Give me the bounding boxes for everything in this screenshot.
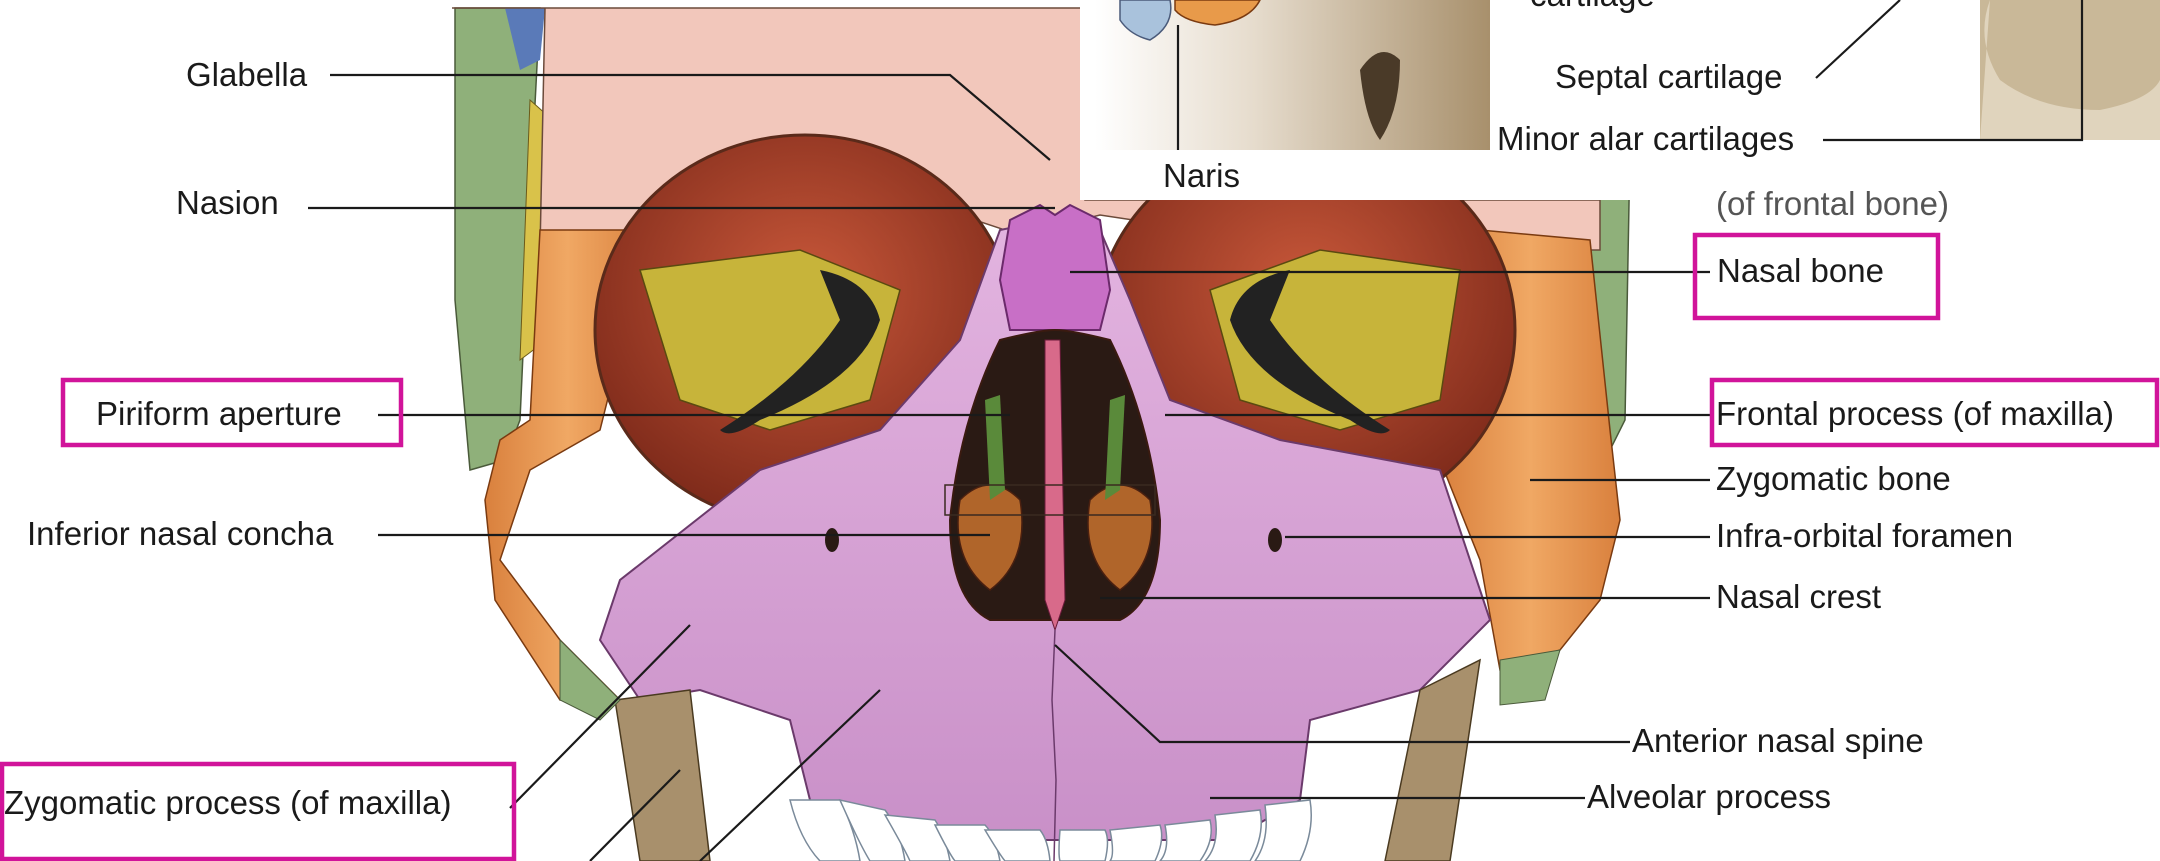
nasal-bones <box>1000 205 1110 330</box>
piriform-aperture-label: Piriform aperture <box>96 395 342 432</box>
right-infraorbital-foramen <box>1268 528 1282 552</box>
inset-panel <box>1080 0 2160 200</box>
inset-cartilage-partial-label: cartilage <box>1530 0 1655 13</box>
naris-label: Naris <box>1163 157 1240 194</box>
nasal-crest-label: Nasal crest <box>1716 578 1881 615</box>
inferior-nasal-concha-label: Inferior nasal concha <box>27 515 334 552</box>
minor-alar-cartilages-label: Minor alar cartilages <box>1497 120 1794 157</box>
zygomatic-bone-label: Zygomatic bone <box>1716 460 1951 497</box>
left-infraorbital-foramen <box>825 528 839 552</box>
alveolar-process-label: Alveolar process <box>1587 778 1831 815</box>
nasal-bone-label: Nasal bone <box>1717 252 1884 289</box>
frontal-process-label: Frontal process (of maxilla) <box>1716 395 2114 432</box>
of-frontal-bone-partial-label: (of frontal bone) <box>1716 185 1949 222</box>
glabella-label: Glabella <box>186 56 308 93</box>
right-lower-green <box>1500 650 1560 705</box>
anterior-nasal-spine-label: Anterior nasal spine <box>1632 722 1924 759</box>
infra-orbital-foramen-label: Infra-orbital foramen <box>1716 517 2013 554</box>
nasion-label: Nasion <box>176 184 279 221</box>
left-mandible-ramus <box>615 690 710 861</box>
septal-cartilage-label: Septal cartilage <box>1555 58 1782 95</box>
zygomatic-process-label: Zygomatic process (of maxilla) <box>4 784 451 821</box>
